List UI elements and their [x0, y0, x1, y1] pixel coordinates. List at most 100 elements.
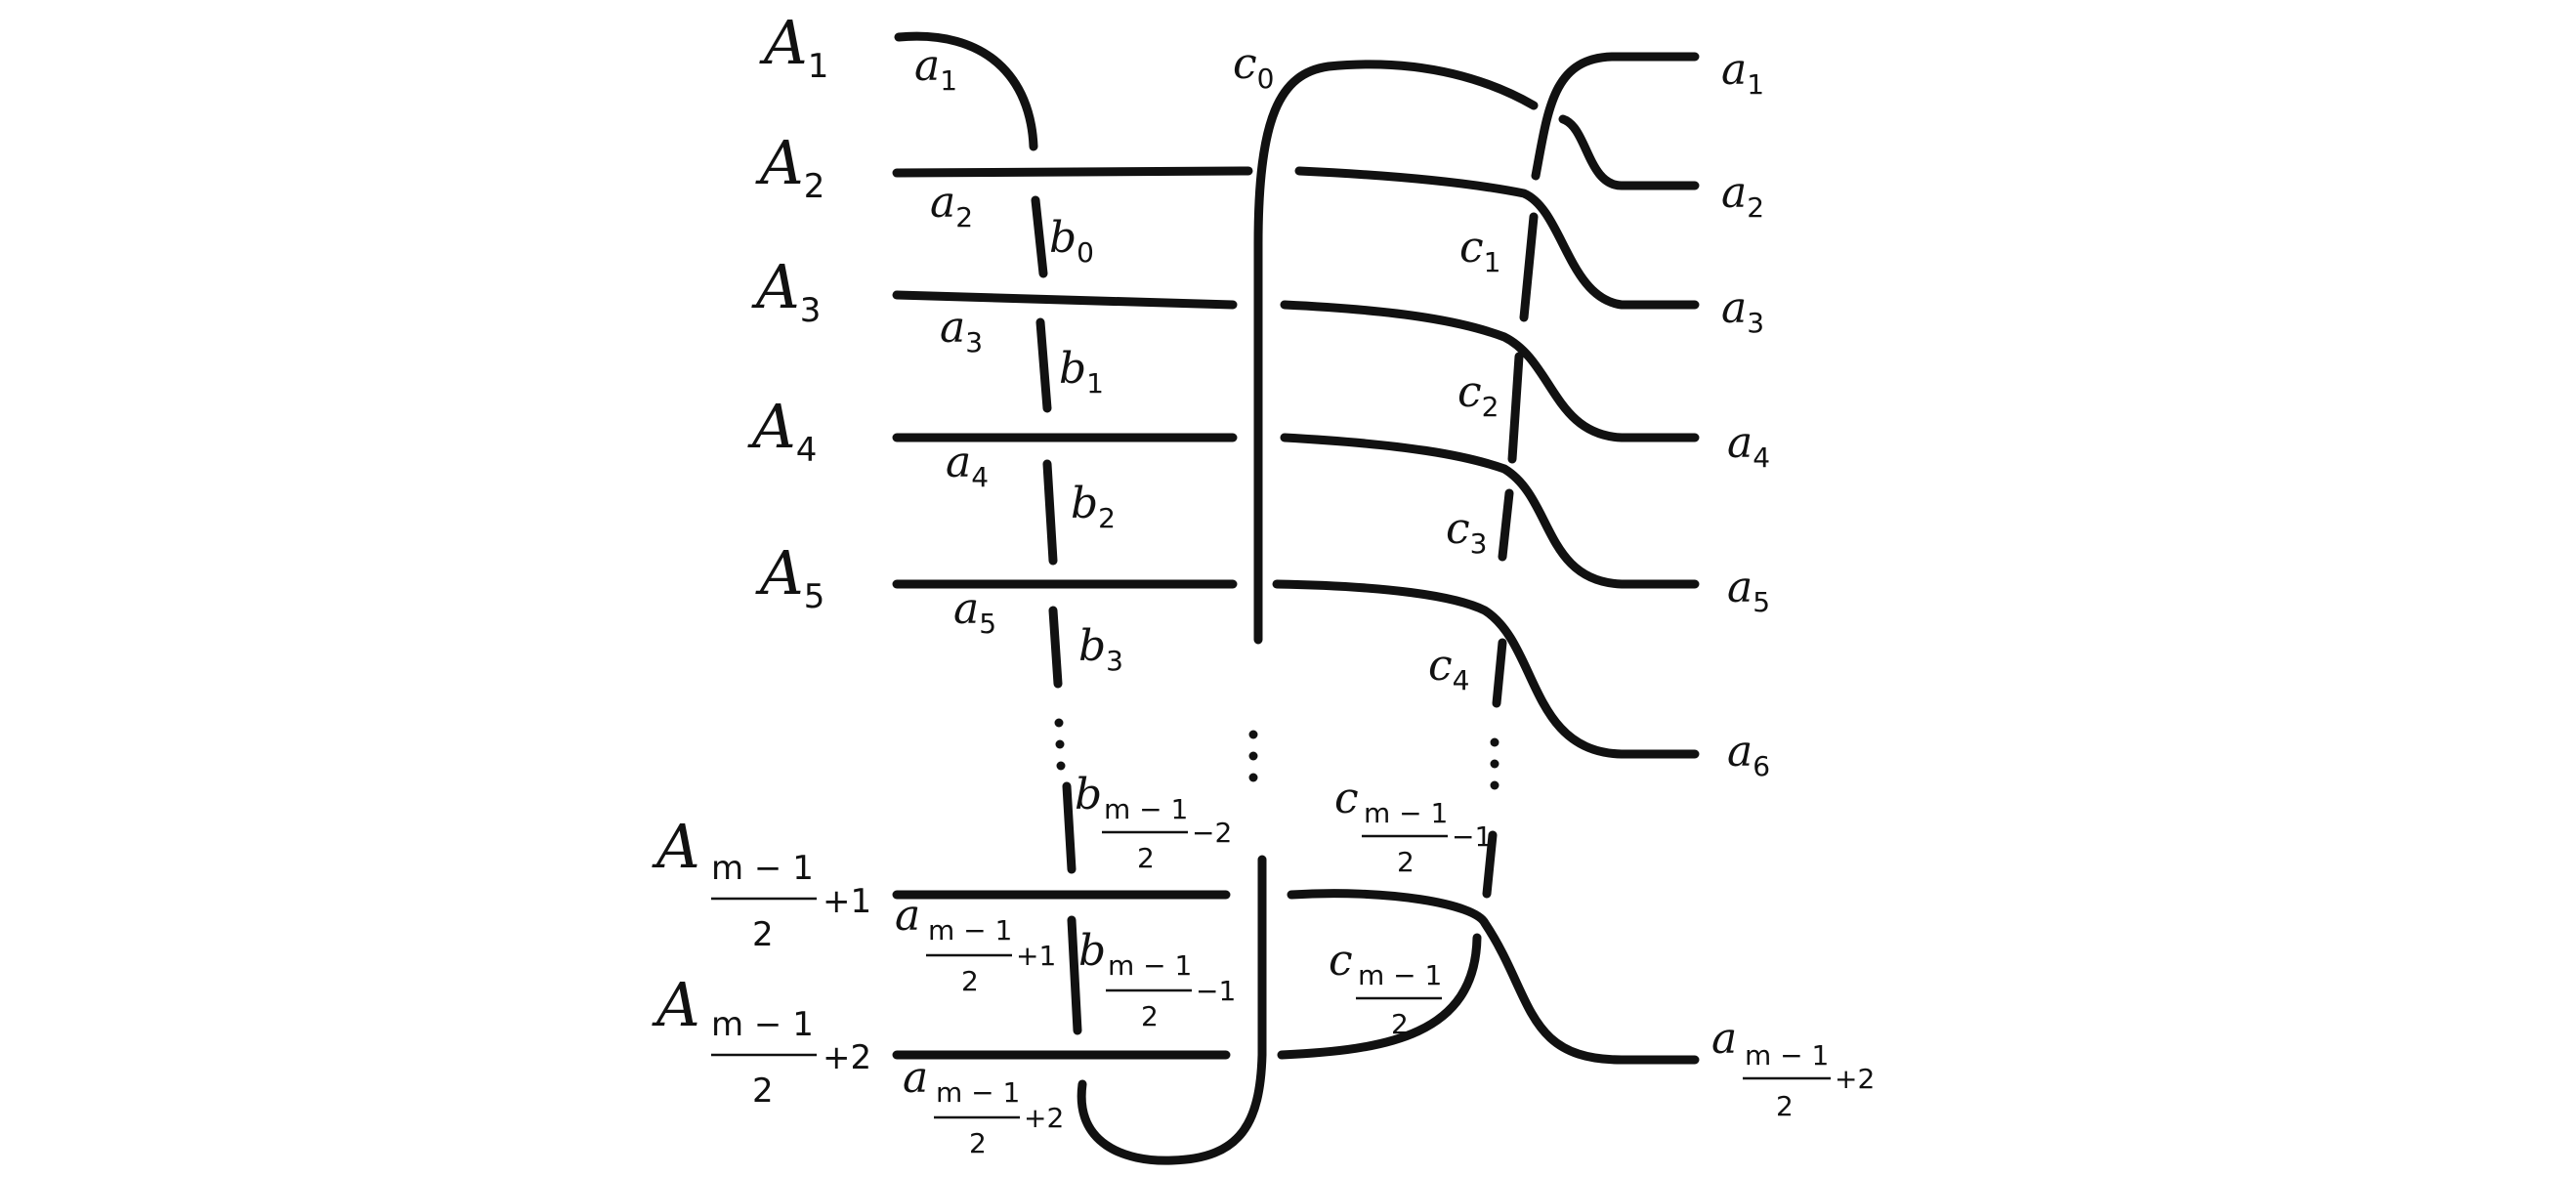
- label-a-m1: a m − 1 2 +1: [895, 891, 1056, 997]
- svg-text:m − 1: m − 1: [936, 1076, 1020, 1109]
- strand-b1: [1035, 317, 1052, 413]
- strand-c1: [1519, 212, 1539, 322]
- label-c1: c1: [1459, 223, 1500, 278]
- b-labels: b0 b1 b2 b3 b m − 1 2 −2 b m − 1 2 −1: [1049, 213, 1236, 1032]
- strand-b2: [1042, 459, 1058, 566]
- svg-text:+1: +1: [1016, 940, 1056, 972]
- label-c0: c0: [1233, 39, 1274, 95]
- label-A-m2: A m − 1 2 +2: [652, 969, 871, 1111]
- svg-text:m − 1: m − 1: [928, 914, 1012, 946]
- label-A4: A4: [747, 391, 817, 470]
- strand-A3: [892, 290, 1238, 310]
- svg-text:a: a: [895, 891, 920, 941]
- dot: [1490, 780, 1499, 790]
- strand-right-from-A2: [1294, 166, 1700, 310]
- svg-text:2: 2: [1397, 846, 1415, 878]
- label-a5: a5: [953, 584, 996, 640]
- c-labels: c0 c1 c2 c3 c4 c m − 1 2 −1 c m − 1 2: [1233, 39, 1500, 1040]
- svg-text:2: 2: [752, 1072, 774, 1111]
- strand-right-from-A5: [1272, 579, 1700, 759]
- label-c-m: c m − 1 2: [1329, 936, 1442, 1040]
- label-right-a-m2: a m − 1 2 +2: [1711, 1014, 1875, 1122]
- dot: [1248, 751, 1258, 761]
- label-right-a6: a6: [1727, 727, 1770, 782]
- svg-text:a: a: [1711, 1014, 1737, 1064]
- label-b0: b0: [1049, 213, 1094, 269]
- label-A2: A2: [755, 127, 824, 206]
- label-a3: a3: [940, 303, 983, 358]
- label-b-m2: b m − 1 2 −2: [1075, 770, 1232, 874]
- svg-text:2: 2: [1141, 1000, 1159, 1032]
- ellipsis-dots: [1054, 718, 1499, 790]
- label-b-m1: b m − 1 2 −1: [1078, 926, 1236, 1032]
- label-c2: c2: [1457, 367, 1499, 423]
- strand-bm1: [1067, 915, 1082, 1035]
- label-c4: c4: [1428, 641, 1469, 696]
- strand-c4: [1492, 638, 1507, 708]
- strand-c0: [1253, 60, 1539, 645]
- svg-text:A: A: [652, 811, 700, 882]
- svg-text:+2: +2: [1835, 1063, 1875, 1095]
- strand-right-from-Am2: [1277, 933, 1482, 1060]
- label-A5: A5: [755, 537, 824, 616]
- svg-text:+1: +1: [823, 882, 871, 921]
- strand-b0: [1031, 195, 1048, 278]
- strand-A2: [892, 166, 1253, 178]
- strand-right-a2: [1558, 114, 1700, 190]
- label-c-m1: c m − 1 2 −1: [1334, 774, 1492, 878]
- svg-text:m − 1: m − 1: [711, 1005, 814, 1044]
- label-b1: b1: [1059, 344, 1104, 399]
- label-A3: A3: [751, 251, 821, 330]
- strand-cm1: [1482, 830, 1498, 899]
- svg-text:c: c: [1334, 774, 1359, 823]
- strand-c3: [1498, 488, 1514, 562]
- strand-b3: [1048, 606, 1063, 689]
- svg-text:b: b: [1075, 770, 1102, 820]
- svg-text:2: 2: [961, 965, 979, 997]
- dot: [1490, 737, 1499, 747]
- label-b2: b2: [1071, 479, 1116, 534]
- label-c3: c3: [1446, 504, 1487, 560]
- svg-text:+2: +2: [1024, 1102, 1064, 1134]
- svg-text:2: 2: [1776, 1090, 1794, 1122]
- svg-text:2: 2: [1137, 842, 1155, 874]
- svg-text:m − 1: m − 1: [1358, 959, 1442, 991]
- strand-a1-arc: [894, 31, 1038, 151]
- strands: [892, 31, 1700, 1165]
- label-right-a3: a3: [1721, 283, 1764, 339]
- arc-labels: a1 a2 a3 a4 a5 a m − 1 2 +1 a m − 1 2 +2: [895, 41, 1064, 1159]
- svg-text:2: 2: [1391, 1008, 1409, 1040]
- label-right-a1: a1: [1721, 45, 1764, 101]
- svg-text:2: 2: [969, 1127, 987, 1159]
- dot: [1055, 739, 1065, 749]
- label-right-a2: a2: [1721, 168, 1764, 224]
- label-A-m1: A m − 1 2 +1: [652, 811, 871, 954]
- label-b3: b3: [1078, 621, 1123, 677]
- label-a1: a1: [914, 41, 957, 97]
- dot: [1490, 759, 1499, 769]
- svg-text:−1: −1: [1196, 975, 1236, 1007]
- right-labels: a1 a2 a3 a4 a5 a6 a m − 1 2 +2: [1711, 45, 1875, 1122]
- svg-text:m − 1: m − 1: [1104, 793, 1188, 825]
- svg-text:b: b: [1078, 926, 1106, 976]
- svg-text:A: A: [652, 969, 700, 1040]
- svg-text:−1: −1: [1452, 820, 1492, 853]
- label-A1: A1: [759, 7, 828, 86]
- dot: [1248, 730, 1258, 739]
- dot: [1056, 761, 1066, 771]
- svg-text:2: 2: [752, 915, 774, 954]
- label-a2: a2: [930, 178, 973, 233]
- strand-bm2: [1062, 781, 1077, 874]
- svg-text:a: a: [903, 1053, 928, 1103]
- dot: [1248, 773, 1258, 782]
- svg-text:−2: −2: [1192, 817, 1232, 849]
- strand-right-from-Am1: [1287, 889, 1700, 1065]
- svg-text:m − 1: m − 1: [1364, 797, 1448, 829]
- label-a4: a4: [946, 438, 989, 493]
- strand-right-from-A4: [1280, 433, 1700, 589]
- strand-bottom-loop: [1077, 855, 1267, 1165]
- label-a-m2: a m − 1 2 +2: [903, 1053, 1064, 1159]
- strand-right-from-A3: [1280, 300, 1700, 442]
- label-right-a5: a5: [1727, 563, 1770, 618]
